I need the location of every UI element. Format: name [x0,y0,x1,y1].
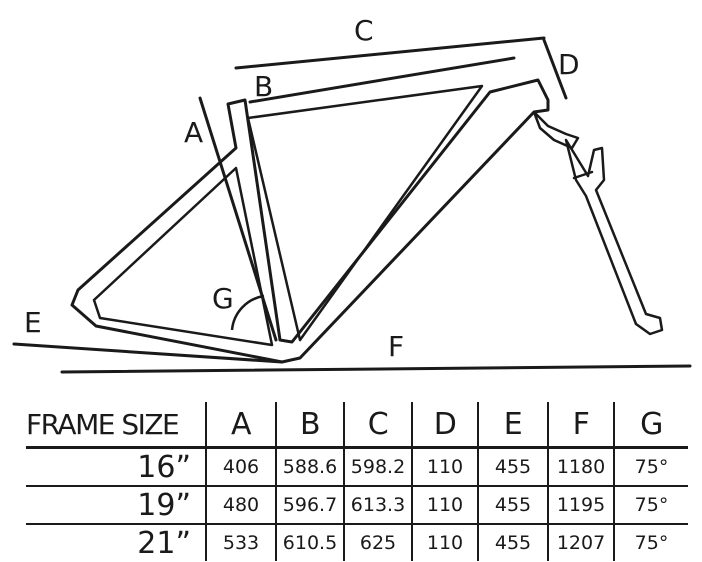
cell-e: 455 [477,524,548,561]
table-header-row: FRAME SIZE A B C D E F G [26,402,688,449]
measure-line-d [542,38,568,100]
diagram-label-d: D [558,48,580,81]
frame-size-cell: 16” [26,447,206,487]
diagram-label-c: C [354,14,374,47]
frame-size-cell: 21” [137,525,191,561]
col-header-b: B [275,402,344,449]
measure-line-a [198,96,278,342]
cell-f: 1195 [547,486,614,525]
cell-d: 110 [411,524,478,561]
cell-b: 596.7 [275,486,344,525]
cell-b: 588.6 [275,447,344,487]
cell-c: 625 [343,524,412,561]
col-header-c: C [343,402,412,449]
cell-a: 406 [205,447,276,487]
cell-a: 533 [205,524,276,561]
cell-f: 1207 [547,524,614,561]
measure-line-f [60,364,692,374]
frame-inner-triangle [246,84,484,342]
cell-d: 110 [411,486,478,525]
cell-c: 598.2 [343,447,412,487]
diagram-label-g: G [212,282,234,315]
diagram-label-f: F [388,330,404,363]
diagram-label-a: A [184,116,203,149]
measure-line-e [12,342,284,364]
diagram-label-b: B [254,70,273,103]
fork-crown [572,170,594,180]
fork [564,138,664,336]
measure-line-b [248,56,516,104]
cell-d: 110 [411,447,478,487]
cell-c: 613.3 [343,486,412,525]
col-header-frame-size: FRAME SIZE [26,402,206,449]
measure-line-c [234,36,546,70]
cell-g: 75° [613,524,688,561]
col-header-f: F [547,402,614,449]
diagram-label-e: E [24,306,42,339]
cell-a: 480 [205,486,276,525]
bike-frame-geometry-diagram: A B C D E F G [12,14,692,374]
cell-g: 75° [613,486,688,525]
table-row: 19” 480 596.7 613.3 110 455 1195 75° [26,486,688,525]
frame-outline [70,78,550,364]
table-row: 21” 533 610.5 625 110 455 1207 75° [26,524,688,561]
cell-g: 75° [613,447,688,487]
cell-f: 1180 [547,447,614,487]
cell-b: 610.5 [275,524,344,561]
col-header-d: D [411,402,478,449]
angle-arc-g [230,294,265,331]
headset [532,110,580,150]
cell-e: 455 [477,486,548,525]
table-row: 16” 406 588.6 598.2 110 455 1180 75° [26,447,688,487]
geometry-table: FRAME SIZE A B C D E F G 16” 406 588.6 5… [26,402,688,561]
frame-size-cell: 19” [26,486,206,525]
col-header-g: G [613,402,688,449]
cell-e: 455 [477,447,548,487]
col-header-e: E [477,402,548,449]
col-header-a: A [205,402,276,449]
